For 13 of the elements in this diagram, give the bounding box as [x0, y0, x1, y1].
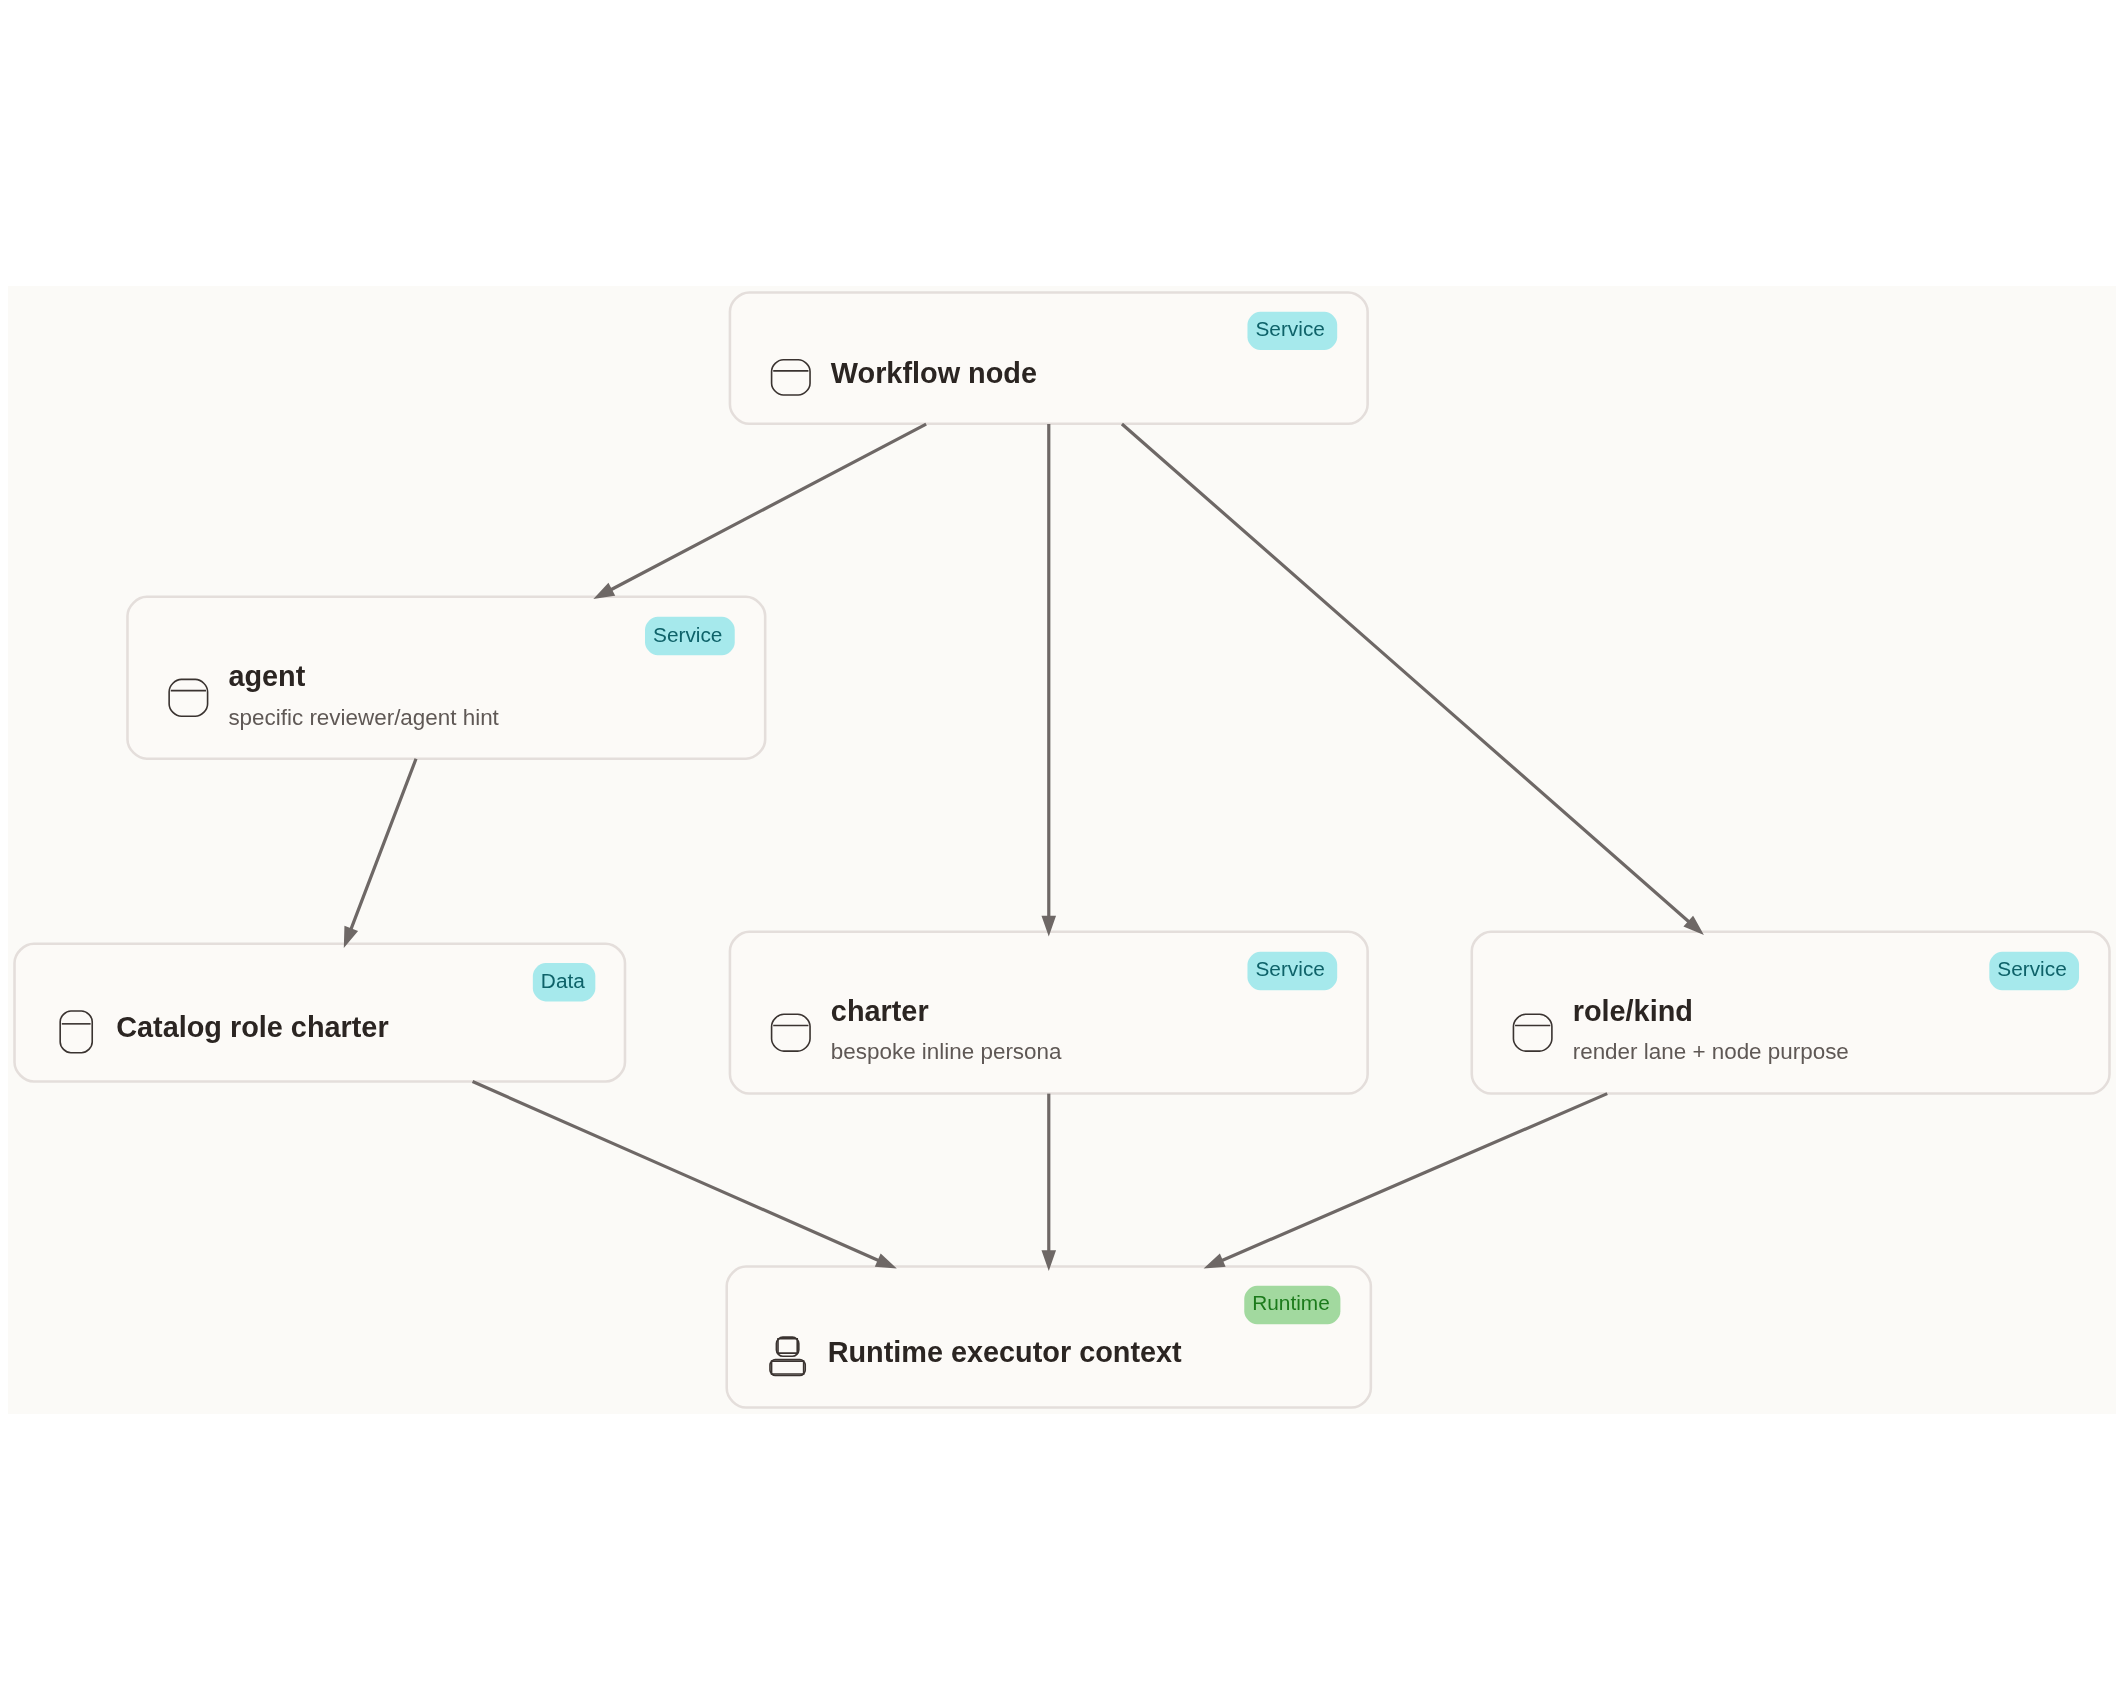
node-box: Service agent specific reviewer/agent hint: [126, 595, 767, 760]
node-box: Service charter bespoke inline persona: [728, 930, 1369, 1095]
arrow: [343, 758, 418, 948]
arrow: [1041, 423, 1057, 937]
arrow: [1120, 422, 1704, 935]
node-box: Service role/kind render lane + node purpose: [1470, 930, 2111, 1095]
node-box: Data Catalog role charter: [13, 942, 627, 1083]
arrow: [593, 422, 927, 599]
arrow: [471, 1080, 897, 1269]
arrow: [1041, 1093, 1057, 1272]
arrow: [1203, 1092, 1608, 1269]
node-box: Service Workflow node: [728, 291, 1369, 426]
node-box: Runtime Runtime executor context: [725, 1265, 1373, 1409]
